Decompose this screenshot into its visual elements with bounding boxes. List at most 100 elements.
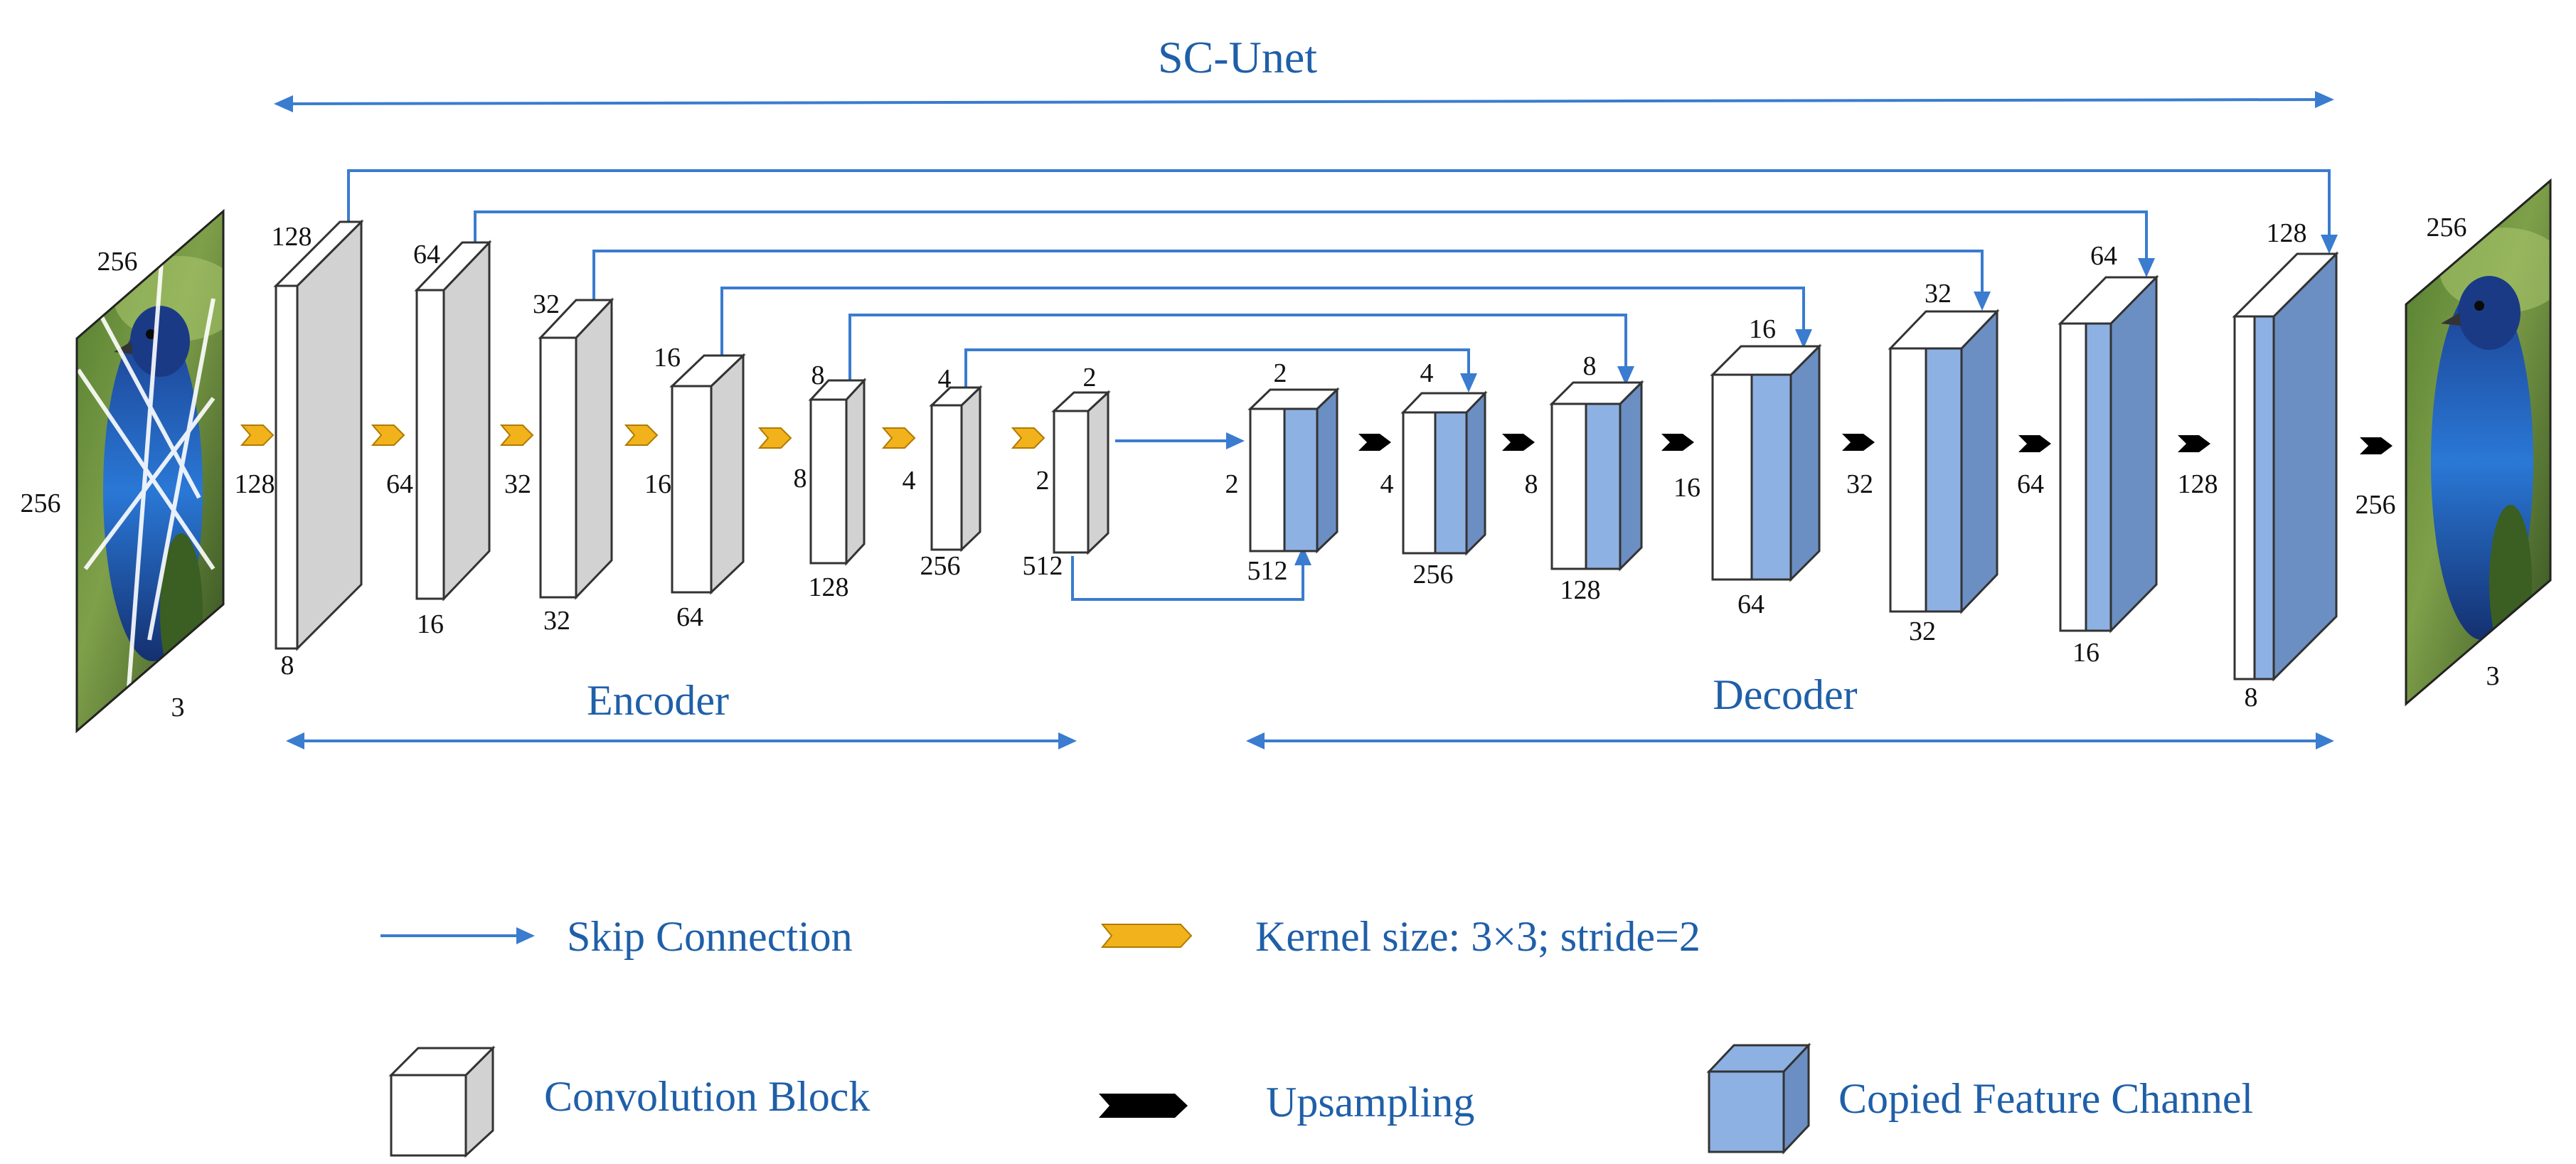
encoder-block: 16 16 64 [644, 343, 746, 632]
encoder-top-label: 2 [1083, 363, 1097, 393]
encoder-bottom-label: 16 [417, 609, 444, 639]
kernel-arrows [240, 425, 1045, 449]
decoder-side-label: 2 [1225, 469, 1239, 499]
upsampling-arrow [1661, 434, 1694, 451]
legend-conv: Convolution Block [388, 1045, 870, 1158]
legend-skip-label: Skip Connection [567, 913, 853, 960]
encoder-block: 32 32 32 [504, 289, 614, 636]
encoder-top-label: 32 [533, 289, 560, 319]
encoder-blocks: 128 128 8 64 64 16 32 32 32 16 1 [235, 219, 1111, 680]
output-width-label: 256 [2427, 213, 2467, 242]
encoder-bottom-label: 128 [809, 572, 849, 602]
encoder-block: 8 8 128 [794, 361, 867, 602]
encoder-bottom-label: 8 [281, 651, 294, 680]
decoder-bottom-label: 512 [1247, 556, 1288, 586]
encoder-side-label: 32 [504, 469, 531, 499]
encoder-side-label: 64 [386, 469, 413, 499]
output-channel-label: 3 [2486, 661, 2500, 691]
skip-connection-128 [347, 169, 2331, 238]
decoder-top-label: 16 [1749, 314, 1776, 344]
decoder-top-label: 128 [2267, 218, 2307, 248]
input-image: 256 256 3 [21, 208, 225, 734]
encoder-block: 4 4 256 [903, 364, 983, 581]
main-title: SC-Unet [1158, 32, 1317, 82]
encoder-top-label: 16 [654, 343, 681, 373]
decoder-side-label: 64 [2017, 469, 2044, 499]
legend-skip: Skip Connection [380, 913, 853, 960]
encoder-side-label: 2 [1036, 466, 1050, 496]
decoder-bottom-label: 64 [1737, 589, 1765, 619]
legend-upsampling: Upsampling [1099, 1079, 1474, 1126]
kernel-arrow [371, 425, 405, 446]
decoder-span: Decoder [1246, 671, 2334, 749]
legend: Skip Connection Kernel size: 3×3; stride… [380, 913, 2253, 1158]
input-height-label: 256 [21, 488, 61, 518]
decoder-top-label: 64 [2090, 241, 2117, 271]
kernel-arrow [1011, 427, 1045, 449]
legend-copied-label: Copied Feature Channel [1838, 1075, 2253, 1122]
encoder-span: Encoder [286, 677, 1077, 749]
legend-conv-label: Convolution Block [544, 1073, 870, 1120]
decoder-blocks: 2 2 512 4 4 256 8 8 128 [1225, 218, 2339, 712]
decoder-bottom-label: 16 [2072, 638, 2099, 668]
decoder-side-label: 8 [1525, 469, 1538, 499]
encoder-block: 2 2 512 [1023, 363, 1111, 581]
upsampling-arrow [1842, 434, 1875, 451]
encoder-side-label: 16 [644, 469, 671, 499]
decoder-block: 16 16 64 [1673, 314, 1822, 619]
encoder-block: 64 64 16 [386, 240, 492, 639]
decoder-side-label: 32 [1846, 469, 1873, 499]
decoder-top-label: 2 [1274, 358, 1287, 388]
decoder-block: 64 64 16 [2017, 241, 2159, 668]
skip-arrowheads [1226, 235, 2338, 565]
encoder-top-label: 8 [811, 361, 825, 390]
kernel-arrow [240, 425, 275, 446]
encoder-bottom-label: 512 [1023, 551, 1063, 581]
upsampling-arrow [2018, 435, 2051, 452]
kernel-legend-icon [1100, 924, 1193, 948]
input-width-label: 256 [97, 247, 138, 277]
encoder-bottom-label: 64 [676, 602, 703, 632]
copied-channel-legend-icon [1708, 1070, 1785, 1153]
decoder-bottom-label: 8 [2245, 683, 2258, 712]
decoder-side-label: 128 [2178, 469, 2218, 499]
upsampling-arrow [2360, 437, 2393, 454]
encoder-top-label: 128 [272, 222, 312, 252]
legend-copied: Copied Feature Channel [1706, 1042, 2253, 1155]
upsampling-legend-icon [1099, 1094, 1188, 1118]
skip-connection-4 [964, 348, 1470, 402]
skip-connection-32 [592, 250, 1984, 310]
title-group: SC-Unet [274, 32, 2334, 112]
decoder-bottom-label: 32 [1909, 616, 1936, 646]
encoder-side-label: 8 [794, 464, 807, 493]
encoder-side-label: 128 [235, 469, 275, 499]
kernel-arrow [757, 427, 792, 449]
input-channel-label: 3 [171, 693, 185, 722]
upsampling-arrow [1358, 434, 1391, 451]
decoder-top-label: 4 [1420, 358, 1434, 388]
encoder-bottom-label: 32 [543, 606, 570, 636]
encoder-bottom-label: 256 [920, 551, 961, 581]
upsampling-arrow [1502, 434, 1535, 451]
encoder-title: Encoder [587, 677, 729, 724]
legend-upsampling-label: Upsampling [1266, 1079, 1474, 1126]
decoder-bottom-label: 128 [1560, 575, 1601, 605]
decoder-block: 4 4 256 [1380, 358, 1488, 589]
kernel-arrow [881, 427, 916, 449]
encoder-top-label: 64 [413, 240, 440, 269]
decoder-title: Decoder [1713, 671, 1857, 718]
kernel-arrow [499, 425, 534, 446]
encoder-top-label: 4 [938, 364, 952, 394]
decoder-block: 128 128 8 [2178, 218, 2339, 712]
decoder-block: 2 2 512 [1225, 358, 1340, 586]
kernel-arrow [624, 425, 659, 446]
skip-connections [347, 169, 2331, 601]
encoder-side-label: 4 [903, 466, 916, 496]
encoder-block: 128 128 8 [235, 219, 364, 680]
legend-kernel: Kernel size: 3×3; stride=2 [1100, 913, 1701, 960]
decoder-side-label: 16 [1673, 473, 1701, 503]
decoder-top-label: 32 [1925, 279, 1952, 309]
upsampling-arrow [2178, 435, 2210, 452]
skip-connection-8 [848, 314, 1627, 395]
